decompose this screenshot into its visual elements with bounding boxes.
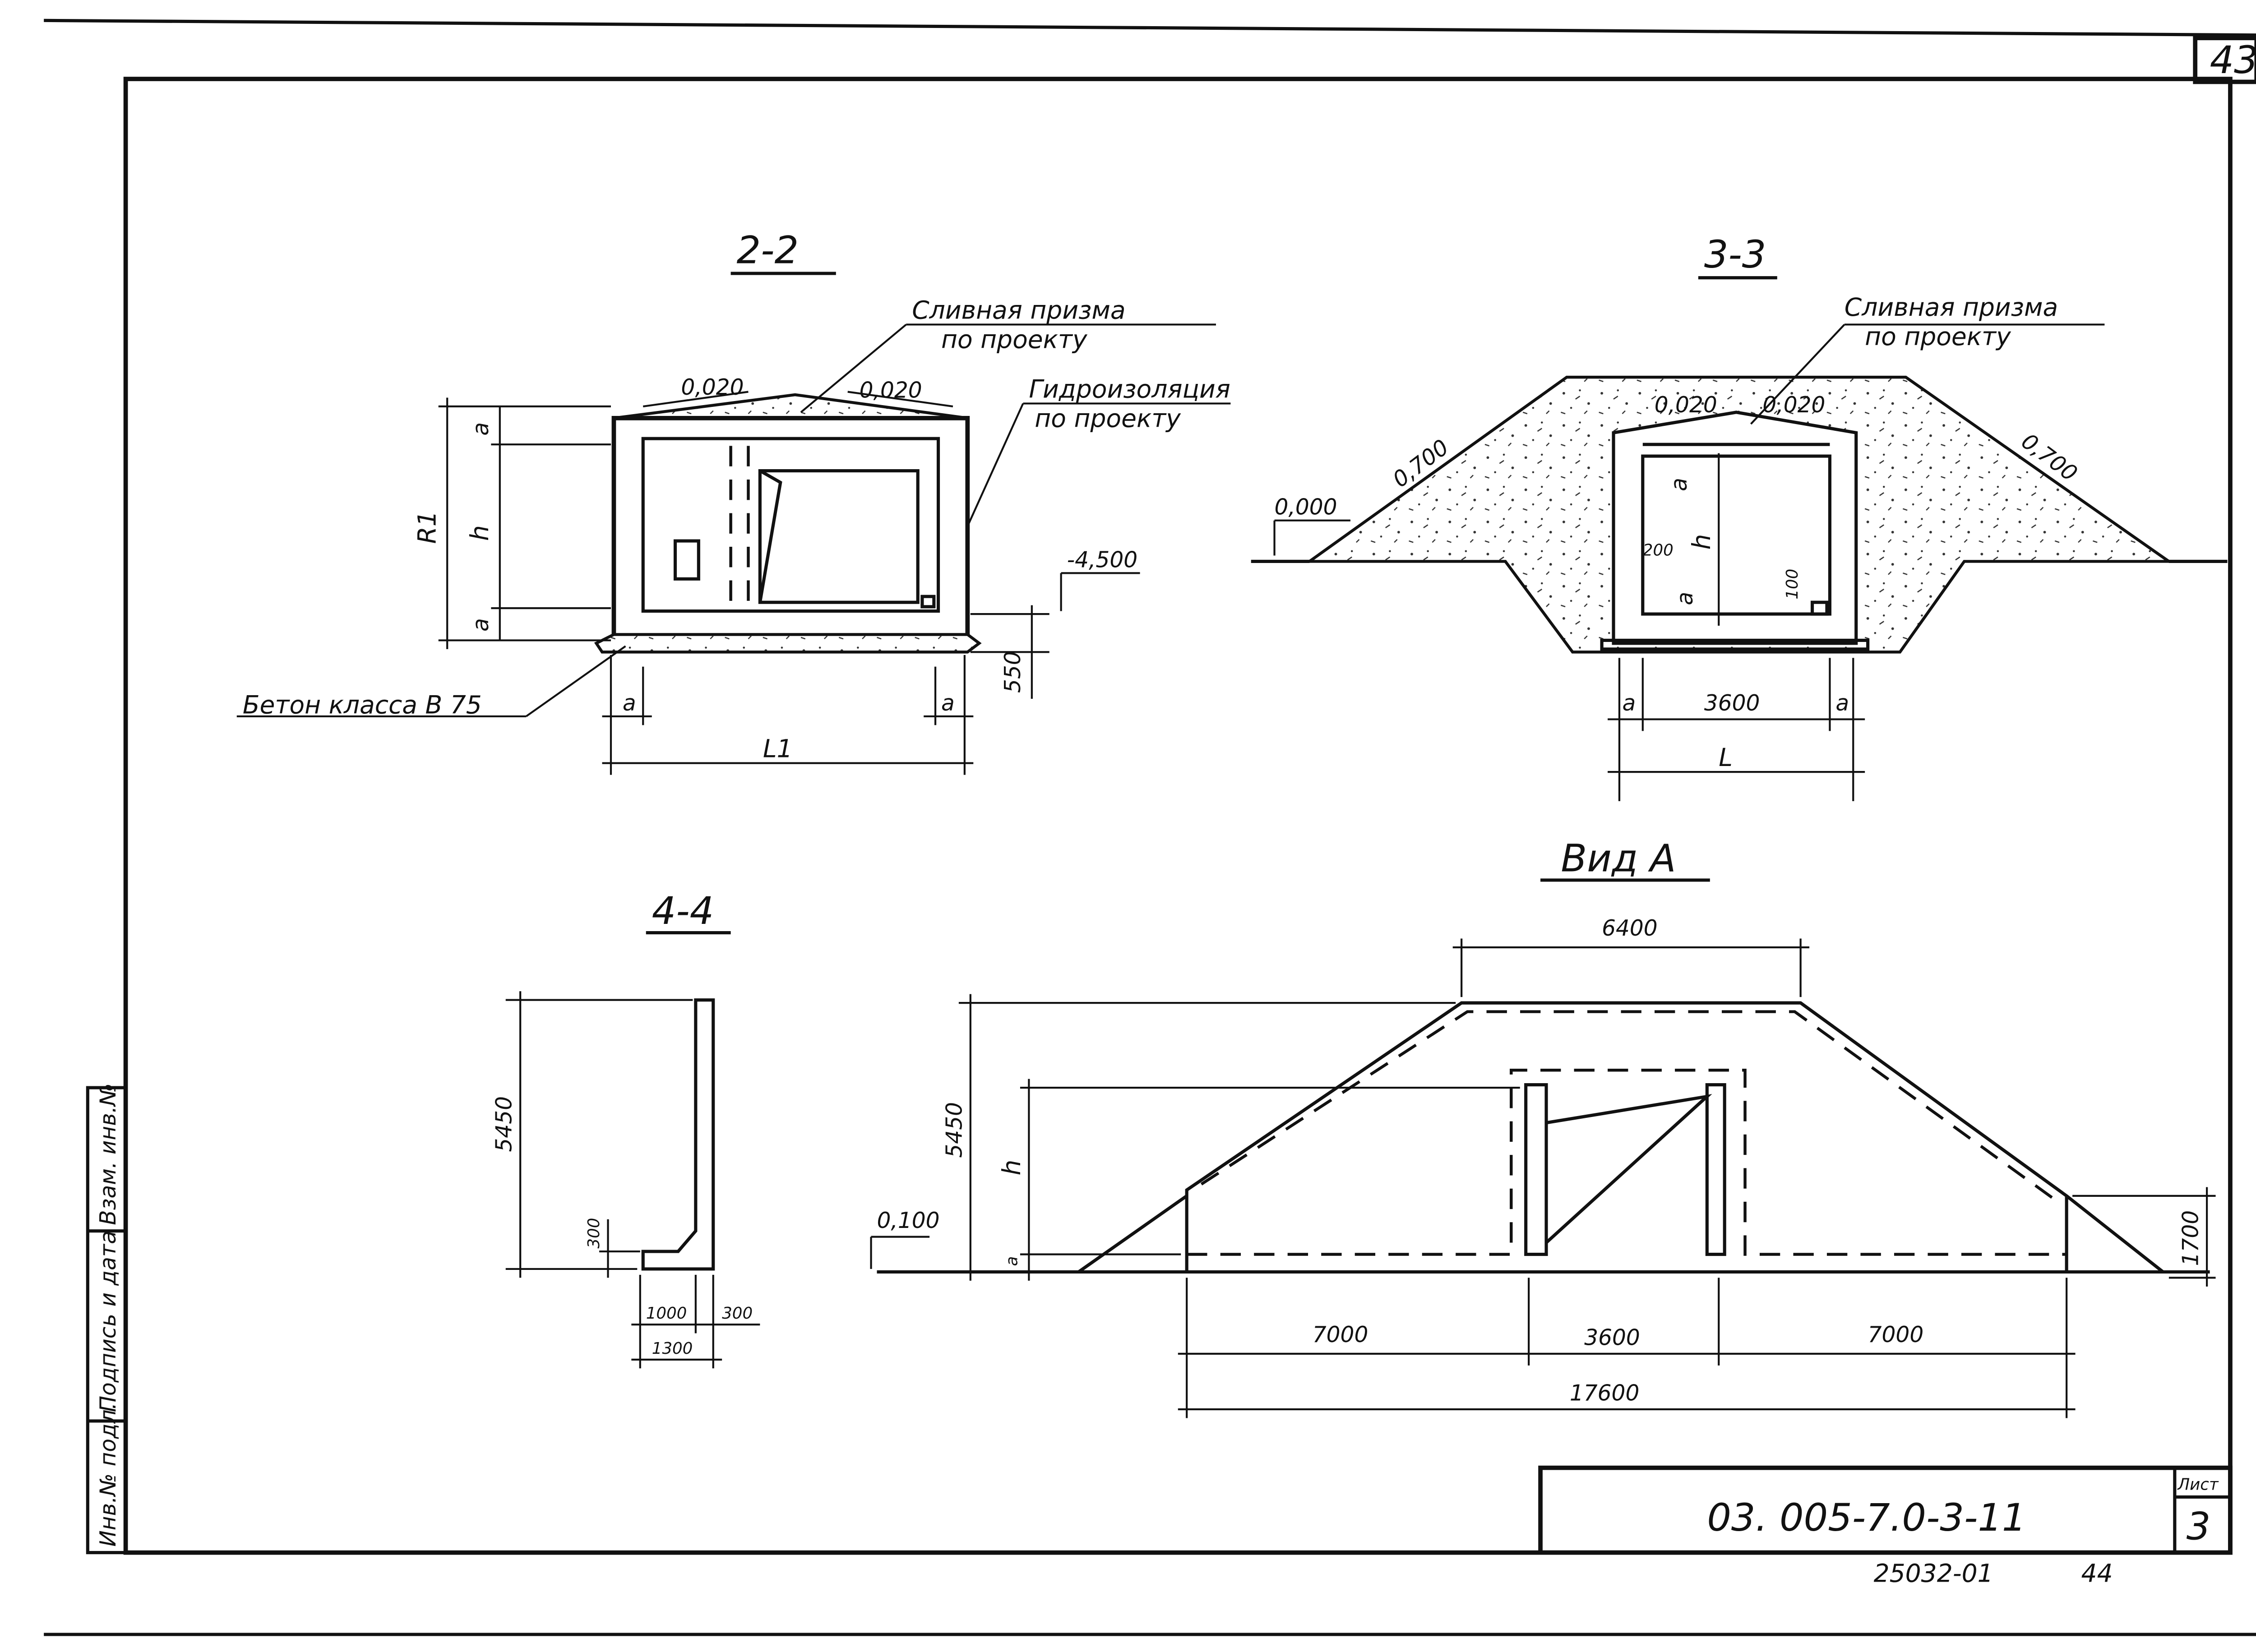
view-a-level: 0,100	[877, 1208, 939, 1233]
s22-slope-right: 0,020	[860, 378, 922, 403]
title-block	[1538, 1465, 2233, 1555]
view-a-dim-1700: 1700	[2178, 1210, 2204, 1266]
s33-slope-left: 0,020	[1655, 392, 1717, 418]
stamp-vzam-inv: Взам. инв.№	[96, 1083, 121, 1225]
s33-dim-a-lower: a	[1673, 592, 1698, 605]
s33-prism-note-2: по проекту	[1865, 322, 2011, 351]
s22-dim-a-bottom: a	[468, 618, 494, 632]
view-a-dim-3600: 3600	[1584, 1325, 1640, 1350]
stamp-inv-podl: Инв.№ подл.	[96, 1403, 121, 1547]
s33-prism-note-1: Сливная призма	[1845, 293, 2058, 322]
page-number: 43	[2210, 38, 2256, 82]
s33-slope-right: 0,020	[1762, 392, 1825, 418]
s22-waterproof-note-1: Гидроизоляция	[1029, 374, 1230, 403]
sheet-frame	[44, 18, 2256, 1636]
archive-number: 25032-01	[1874, 1559, 1993, 1587]
section-2-2-title: 2-2	[737, 228, 799, 272]
view-a-dim-7000-left: 7000	[1313, 1322, 1368, 1347]
section-3-3-title: 3-3	[1704, 232, 1766, 277]
s22-slope-left: 0,020	[681, 375, 744, 400]
s22-dim-550: 550	[1000, 651, 1026, 693]
archive-page: 44	[2081, 1559, 2113, 1587]
view-a-dim-a: a	[1003, 1256, 1021, 1266]
s33-dim-a-left: a	[1622, 691, 1636, 716]
s33-dim-h: h	[1687, 534, 1716, 550]
s33-level-zero: 0,000	[1275, 495, 1337, 520]
s44-dim-1300: 1300	[652, 1339, 693, 1358]
s22-dim-r1: R1	[412, 511, 441, 544]
s33-dim-a-right: a	[1835, 691, 1849, 716]
s33-dim-a-upper: a	[1667, 478, 1692, 491]
view-a-title: Вид А	[1561, 836, 1676, 880]
s33-dim-l: L	[1719, 743, 1733, 772]
s44-dim-1000: 1000	[646, 1304, 687, 1323]
s22-level: -4,500	[1067, 547, 1138, 572]
section-4-4	[505, 931, 760, 1369]
s22-dim-h: h	[465, 525, 494, 541]
s44-dim-300-vert: 300	[585, 1218, 603, 1249]
s33-dim-200: 200	[1643, 541, 1674, 559]
s33-dim-3600: 3600	[1704, 691, 1760, 716]
view-a-dim-h: h	[997, 1160, 1026, 1176]
stamp-podpis-data: Подпись и дата	[96, 1231, 121, 1412]
s33-dim-100: 100	[1783, 569, 1802, 600]
view-a-dim-7000-right: 7000	[1868, 1322, 1924, 1347]
s22-prism-note-1: Сливная призма	[912, 295, 1125, 324]
s22-dim-a-right: a	[941, 691, 955, 716]
s22-concrete-note: Бетон класса В 75	[243, 690, 482, 719]
s22-dim-a-top: a	[468, 422, 494, 436]
s22-dim-l1: L1	[763, 734, 793, 763]
view-a	[870, 878, 2216, 1418]
view-a-dim-5450: 5450	[942, 1102, 967, 1158]
s22-prism-note-2: по проекту	[941, 325, 1088, 354]
doc-code: 03. 005-7.0-3-11	[1707, 1495, 2026, 1540]
view-a-dim-17600: 17600	[1570, 1381, 1640, 1406]
s44-dim-5450: 5450	[492, 1096, 517, 1152]
sheet-number: 3	[2187, 1504, 2211, 1548]
s22-dim-a-left: a	[623, 691, 636, 716]
s22-waterproof-note-2: по проекту	[1035, 404, 1181, 433]
s44-dim-300: 300	[722, 1304, 753, 1323]
sheet-label: Лист	[2177, 1475, 2219, 1494]
section-4-4-title: 4-4	[652, 889, 714, 933]
section-3-3	[1251, 276, 2228, 801]
section-2-2	[236, 272, 1231, 775]
side-stamp	[86, 1086, 128, 1555]
view-a-dim-6400: 6400	[1602, 916, 1658, 941]
